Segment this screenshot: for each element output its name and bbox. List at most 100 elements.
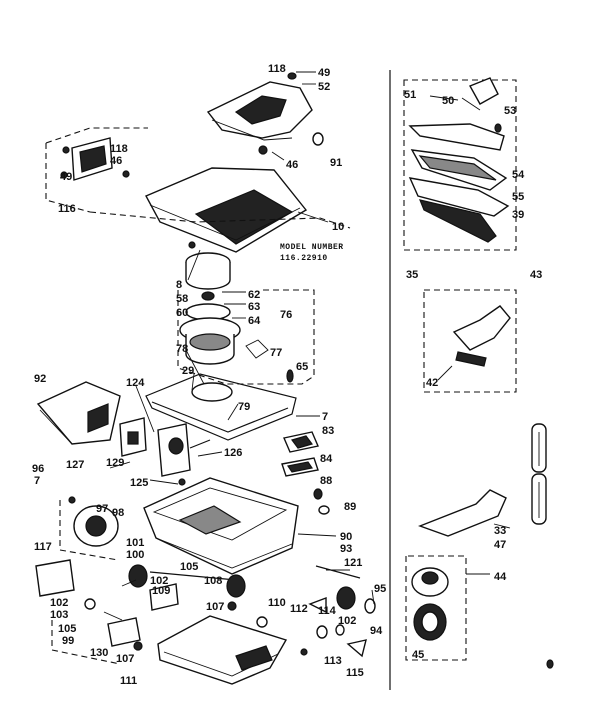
part-label: 101	[126, 537, 144, 549]
part-label: 92	[34, 373, 46, 385]
part-label: 64	[248, 315, 261, 327]
round-brush-kit	[405, 555, 554, 669]
part-label: 93	[340, 543, 352, 555]
part-label: 55	[512, 191, 524, 203]
part-label: 46	[286, 159, 298, 171]
part-label: 43	[530, 269, 542, 281]
part-label: 113	[324, 655, 342, 667]
part-label: 78	[176, 343, 188, 355]
part-label: 46	[110, 155, 122, 167]
part-label: 62	[248, 289, 260, 301]
motor-assembly	[177, 289, 315, 385]
part-label: 50	[442, 95, 454, 107]
filter-ring	[185, 241, 231, 290]
part-label: 118	[268, 63, 286, 75]
part-label: 7	[34, 475, 40, 487]
part-number-labels: 118 49 52 46 91 118 46 49 116 10 8 58 60…	[32, 63, 542, 687]
part-label: 47	[494, 539, 506, 551]
part-label: 95	[374, 583, 386, 595]
part-label: 127	[66, 459, 84, 471]
part-label: 102	[338, 615, 356, 627]
bracket-117	[35, 559, 75, 597]
part-label: 116	[58, 203, 76, 215]
part-label: 60	[176, 307, 188, 319]
part-label: 114	[318, 605, 337, 617]
part-label: 63	[248, 301, 260, 313]
part-label: 130	[90, 647, 108, 659]
filter-box	[36, 381, 121, 445]
part-label: 83	[322, 425, 334, 437]
part-label: 42	[426, 377, 438, 389]
part-label: 107	[116, 653, 134, 665]
part-label: 29	[182, 365, 194, 377]
part-label: 129	[106, 457, 124, 469]
leader-lines	[103, 71, 511, 621]
part-label: 110	[268, 597, 286, 609]
model-number-value: 116.22910	[280, 254, 328, 263]
part-label: 111	[120, 675, 137, 687]
part-label: 79	[238, 401, 250, 413]
part-label: 96	[32, 463, 44, 475]
part-label: 98	[112, 507, 124, 519]
part-label: 84	[320, 453, 333, 465]
part-label: 107	[206, 601, 224, 613]
part-label: 99	[62, 635, 74, 647]
part-label: 49	[60, 171, 72, 183]
part-label: 109	[152, 585, 170, 597]
part-label: 39	[512, 209, 524, 221]
latch-parts	[119, 417, 211, 486]
handle-assembly	[206, 72, 324, 155]
main-tub	[143, 477, 299, 575]
part-label: 89	[344, 501, 356, 513]
part-label: 105	[58, 623, 76, 635]
part-label: 108	[204, 575, 222, 587]
part-label: 88	[320, 475, 332, 487]
part-label: 103	[50, 609, 68, 621]
part-label: 77	[270, 347, 282, 359]
part-label: 117	[34, 541, 52, 553]
part-label: 35	[406, 269, 418, 281]
part-label: 102	[50, 597, 68, 609]
part-label: 44	[494, 571, 507, 583]
part-label: 118	[110, 143, 128, 155]
hardware-parts	[256, 596, 345, 639]
crevice-tool	[418, 489, 507, 537]
part-label: 52	[318, 81, 330, 93]
wheel-assembly	[128, 564, 246, 611]
part-label: 49	[318, 67, 330, 79]
part-label: 115	[346, 667, 364, 679]
part-label: 112	[290, 603, 308, 615]
base-frame	[145, 373, 297, 441]
dusting-brush-kit	[423, 289, 517, 393]
part-label: 94	[370, 625, 383, 637]
part-label: 126	[224, 447, 242, 459]
part-label: 125	[130, 477, 148, 489]
part-label: 90	[340, 531, 352, 543]
extension-wands	[531, 423, 547, 525]
part-label: 100	[126, 549, 144, 561]
bottom-plate	[51, 598, 367, 685]
lid-cover	[89, 167, 351, 253]
part-label: 58	[176, 293, 188, 305]
part-label: 97	[96, 503, 108, 515]
part-label: 91	[330, 157, 342, 169]
part-label: 7	[322, 411, 328, 423]
part-label: 10	[332, 221, 344, 233]
model-number-heading: MODEL NUMBER	[280, 243, 344, 252]
part-label: 121	[344, 557, 362, 569]
part-label: 53	[504, 105, 516, 117]
part-label: 54	[512, 169, 525, 181]
part-label: 124	[126, 377, 145, 389]
part-label: 8	[176, 279, 182, 291]
right-axle	[315, 565, 376, 614]
part-label: 45	[412, 649, 424, 661]
motor-housing	[59, 496, 119, 561]
bracket-assembly	[45, 127, 148, 213]
part-label: 76	[280, 309, 292, 321]
right-small-parts	[281, 431, 330, 515]
part-label: 65	[296, 361, 308, 373]
floor-nozzle-kit	[403, 77, 517, 251]
part-label: 33	[494, 525, 506, 537]
